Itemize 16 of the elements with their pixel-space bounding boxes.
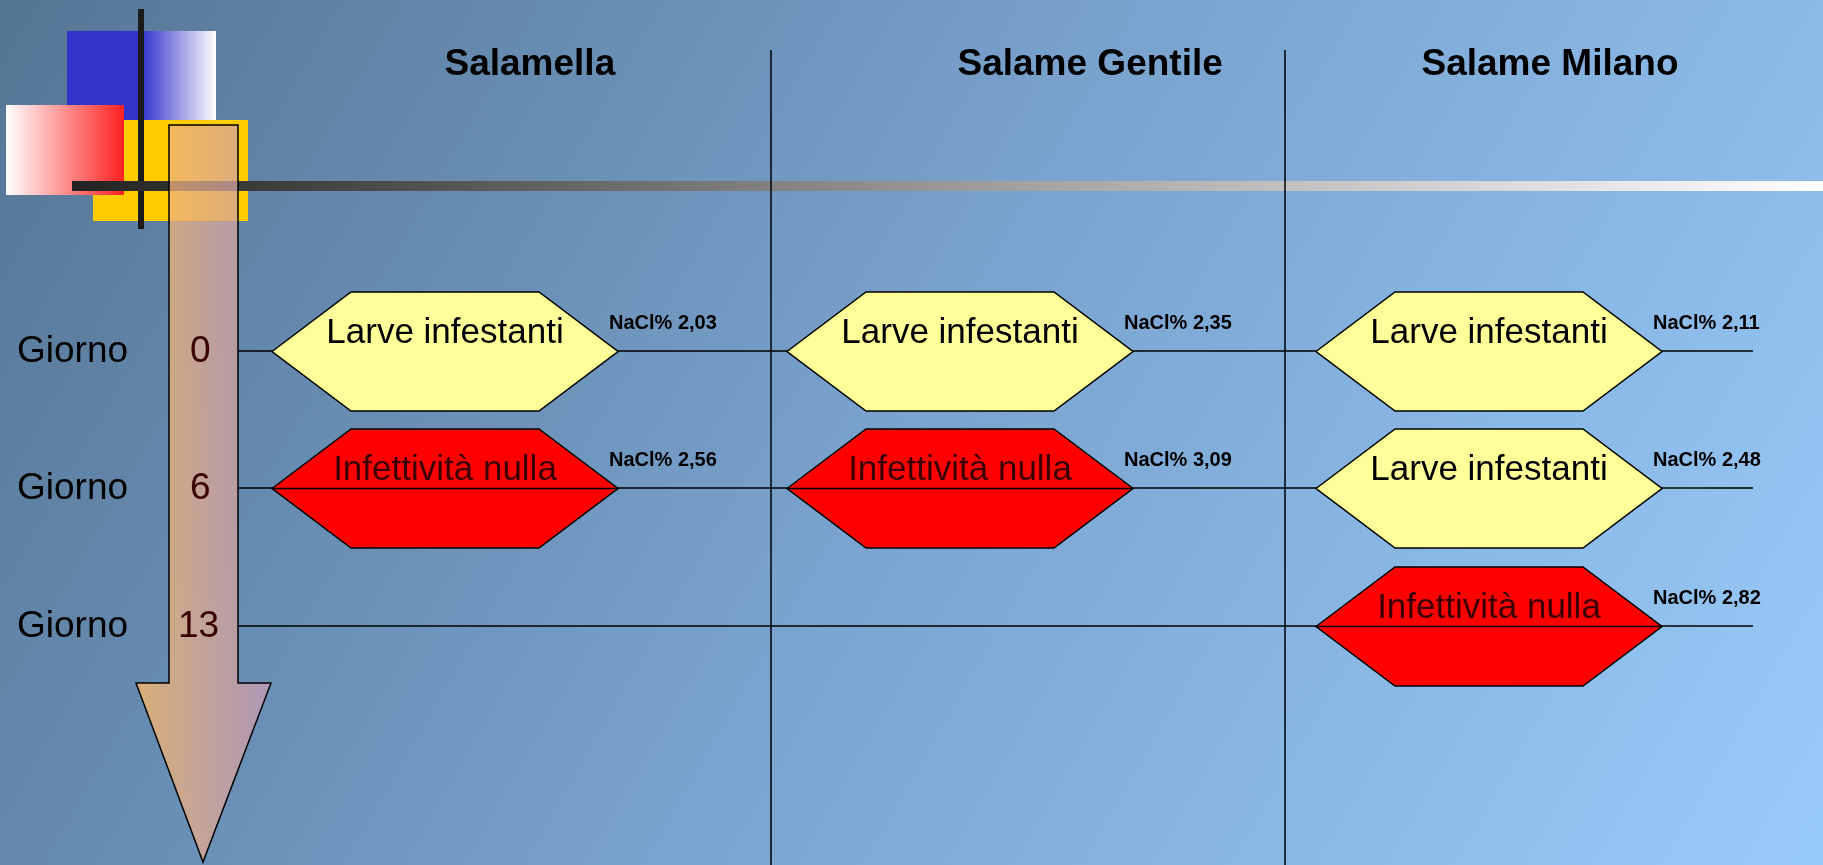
column-header: Salamella bbox=[444, 42, 616, 84]
column-header: Salame Milano bbox=[1421, 42, 1679, 84]
day-number: 0 bbox=[190, 329, 211, 371]
concentration-label: NaCl% 2,56 bbox=[609, 448, 717, 471]
row-label: Giorno bbox=[17, 329, 129, 371]
day-number: 13 bbox=[178, 604, 220, 646]
row-label: Giorno bbox=[17, 604, 129, 646]
concentration-label: NaCl% 2,48 bbox=[1653, 448, 1761, 471]
concentration-label: NaCl% 2,11 bbox=[1653, 311, 1760, 334]
row-label: Giorno bbox=[17, 466, 129, 508]
concentration-label: NaCl% 2,03 bbox=[609, 311, 717, 334]
column-header: Salame Gentile bbox=[957, 42, 1223, 84]
concentration-label: NaCl% 2,82 bbox=[1653, 586, 1761, 609]
day-number: 6 bbox=[190, 466, 211, 508]
concentration-label: NaCl% 2,35 bbox=[1124, 311, 1232, 334]
concentration-label: NaCl% 3,09 bbox=[1124, 448, 1232, 471]
